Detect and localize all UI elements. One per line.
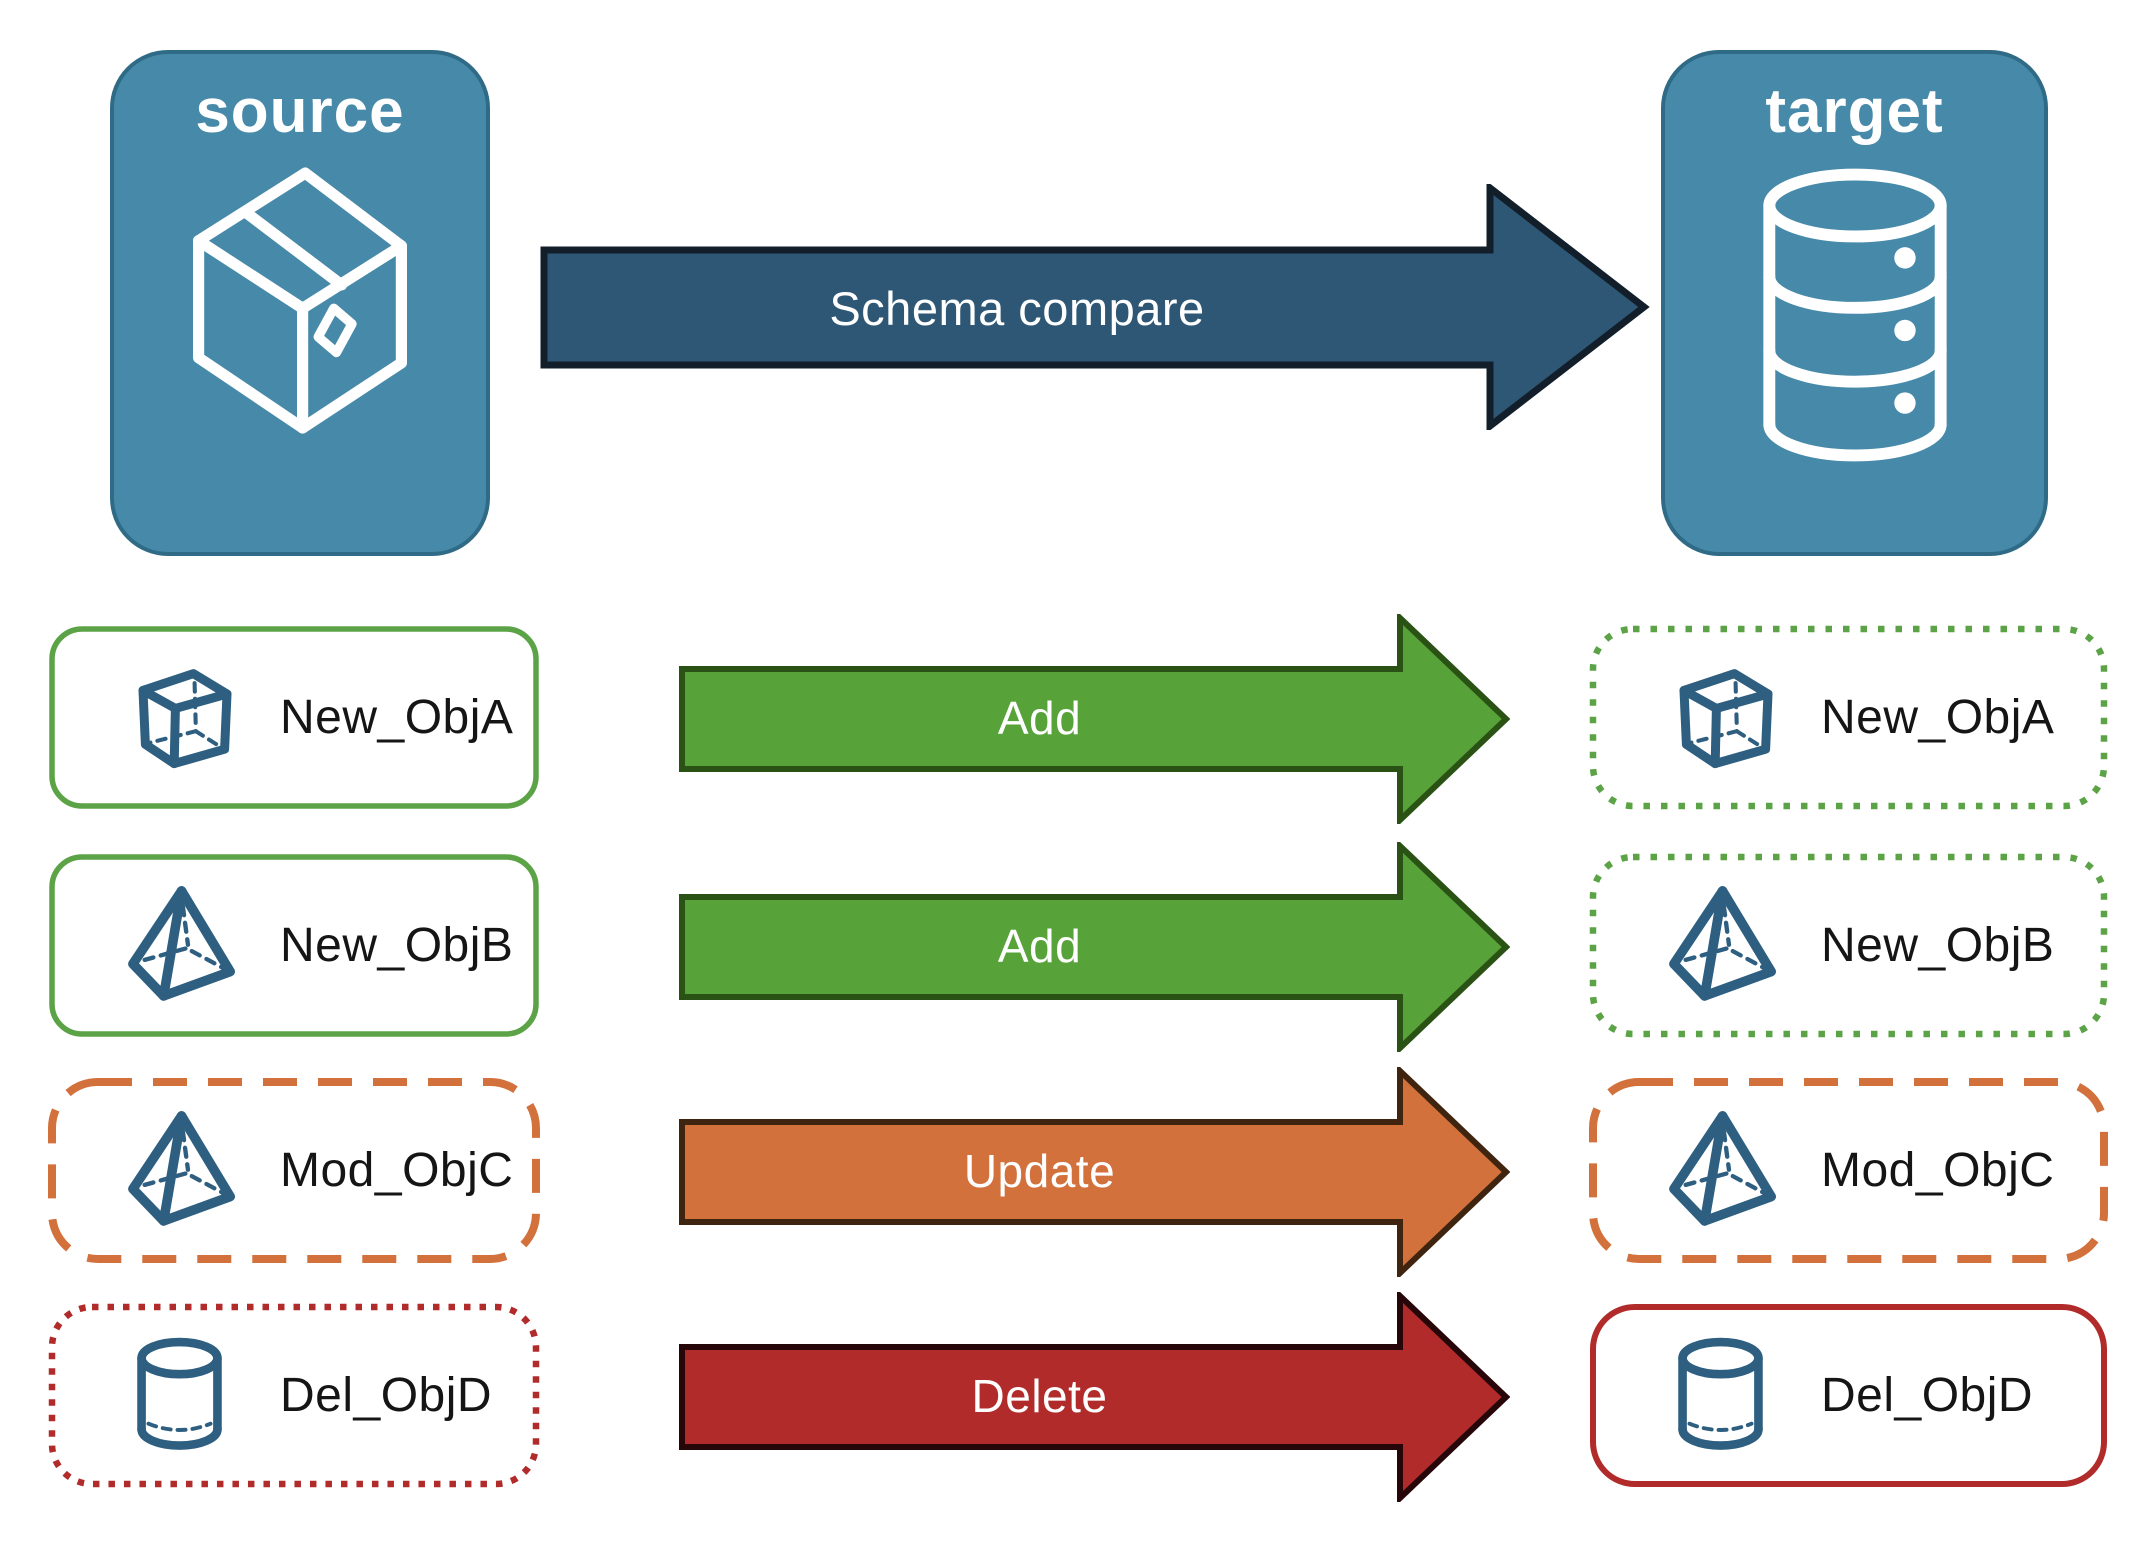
object-label: Mod_ObjC — [1821, 1144, 2055, 1197]
database-icon — [1762, 168, 1947, 462]
cylinder-icon — [104, 1335, 254, 1456]
object-label: New_ObjB — [1821, 919, 2055, 972]
arrow-label: Delete — [971, 1370, 1108, 1422]
cube-icon — [104, 658, 254, 778]
object-label: Del_ObjD — [1821, 1369, 2034, 1422]
target-title: target — [1765, 77, 1944, 146]
target-node: target — [1661, 50, 2048, 556]
schema-compare-arrow — [540, 184, 1650, 430]
object-label: New_ObjB — [280, 919, 514, 972]
object-label: New_ObjA — [280, 691, 514, 744]
source-object-new-objb: New_ObjB — [48, 853, 540, 1038]
target-object-new-objb: New_ObjB — [1589, 853, 2108, 1038]
pyramid-icon — [104, 882, 254, 1010]
schema-compare-label: Schema compare — [829, 281, 1205, 335]
package-icon — [193, 167, 407, 434]
source-node: source — [110, 50, 490, 556]
pyramid-icon — [1645, 882, 1795, 1010]
object-label: Del_ObjD — [280, 1369, 493, 1422]
arrow-label: Update — [963, 1145, 1116, 1197]
object-label: Mod_ObjC — [280, 1144, 514, 1197]
cube-icon — [1645, 658, 1795, 778]
source-object-mod-objc: Mod_ObjC — [48, 1078, 540, 1263]
target-object-mod-objc: Mod_ObjC — [1589, 1078, 2108, 1263]
target-object-del-objd: Del_ObjD — [1589, 1303, 2108, 1488]
update-arrow-row3: Update — [678, 1067, 1510, 1277]
target-object-new-obja: New_ObjA — [1589, 625, 2108, 810]
source-title: source — [195, 77, 405, 146]
pyramid-icon — [1645, 1107, 1795, 1235]
arrow-label: Add — [997, 920, 1082, 972]
arrow-label: Add — [997, 692, 1082, 744]
delete-arrow-row4: Delete — [678, 1292, 1510, 1502]
cylinder-icon — [1645, 1335, 1795, 1456]
object-label: New_ObjA — [1821, 691, 2055, 744]
source-object-del-objd: Del_ObjD — [48, 1303, 540, 1488]
source-object-new-obja: New_ObjA — [48, 625, 540, 810]
add-arrow-row2: Add — [678, 842, 1510, 1052]
add-arrow-row1: Add — [678, 614, 1510, 824]
pyramid-icon — [104, 1107, 254, 1235]
